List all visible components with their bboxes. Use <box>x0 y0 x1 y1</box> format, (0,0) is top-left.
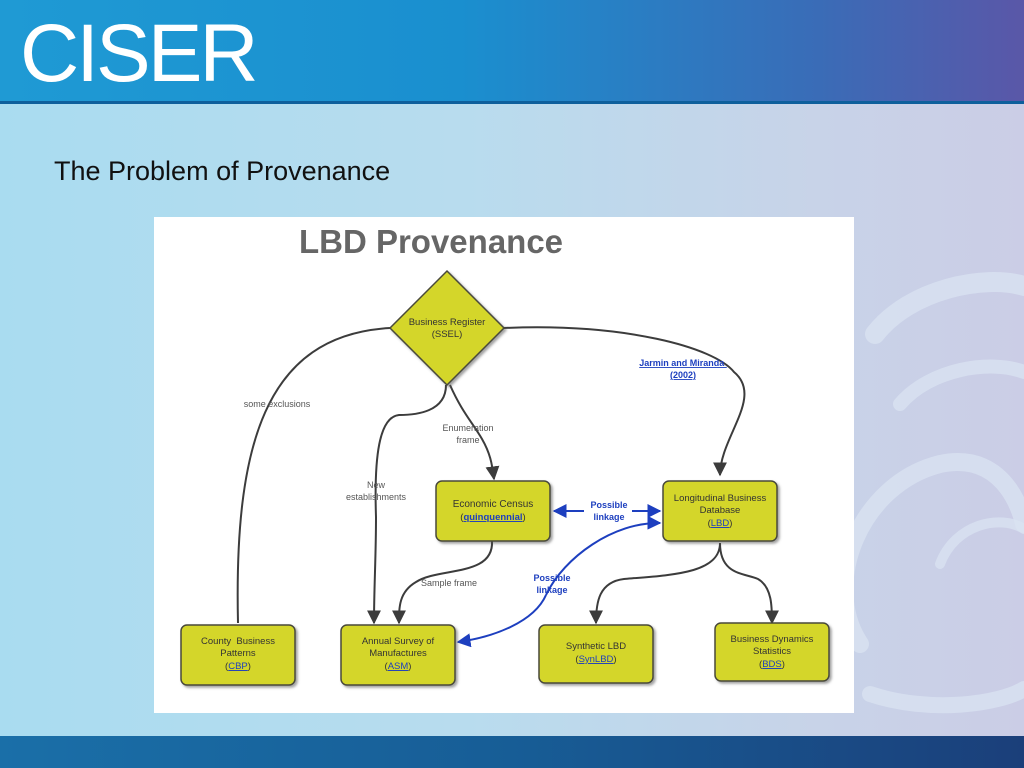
footer-bar <box>0 736 1024 768</box>
lbd-link[interactable]: LBD <box>711 518 730 529</box>
bds-label-line2: Statistics <box>753 646 791 657</box>
svg-text:(BDS): (BDS) <box>759 659 785 670</box>
edge-label-establishments: establishments <box>346 492 407 502</box>
edge-label-sample-frame: Sample frame <box>421 578 477 588</box>
edge-label-some-exclusions: some exclusions <box>244 399 311 409</box>
diagram-canvas: LBD Provenance Business Register (SSEL) <box>180 223 830 686</box>
edge-lbd-to-bds <box>719 542 779 625</box>
asm-paren-close: ) <box>408 661 411 672</box>
edge-register-to-cbp <box>236 327 391 624</box>
svg-text:(LBD): (LBD) <box>708 518 733 529</box>
svg-text:(CBP): (CBP) <box>225 661 251 672</box>
edge-label-new: New <box>367 480 386 490</box>
slide-title: The Problem of Provenance <box>54 156 391 186</box>
synlbd-node: Synthetic LBD (SynLBD) <box>538 624 654 684</box>
bds-label: Business Dynamics <box>731 634 814 645</box>
edge-label-possible-linkage-1: Possible <box>590 500 627 510</box>
cbp-label: County Business <box>201 636 275 647</box>
economic-census-node: Economic Census (quinquennial) <box>435 480 551 542</box>
citation-jarmin-miranda-link[interactable]: Jarmin and Miranda <box>639 358 727 368</box>
edge-label-possible-linkage-1b: linkage <box>593 512 624 522</box>
edge-register-to-asm <box>367 384 447 625</box>
cbp-paren-close: ) <box>248 661 251 672</box>
lbd-label: Longitudinal Business <box>674 493 767 504</box>
header-bar: CISER <box>0 0 1024 101</box>
cbp-node: County Business Patterns (CBP) <box>180 624 296 686</box>
lbd-paren-open: ( <box>708 518 712 529</box>
cbp-link[interactable]: CBP <box>228 661 248 672</box>
asm-link[interactable]: ASM <box>388 661 409 672</box>
business-register-sublabel: (SSEL) <box>432 329 463 340</box>
synlbd-paren-open: ( <box>575 654 579 665</box>
edge-label-enumeration: Enumeration <box>442 423 493 433</box>
edge-census-to-asm <box>392 540 494 625</box>
ciser-logo: CISER <box>20 8 259 99</box>
business-register-node: Business Register (SSEL) <box>388 269 506 387</box>
svg-text:(quinquennial): (quinquennial) <box>460 512 525 523</box>
asm-label-line2: Manufactures <box>369 648 427 659</box>
svg-text:(SynLBD): (SynLBD) <box>575 654 616 665</box>
bds-link[interactable]: BDS <box>762 659 782 670</box>
asm-paren-open: ( <box>385 661 389 672</box>
economic-census-paren-close: ) <box>523 512 526 523</box>
cbp-paren-open: ( <box>225 661 229 672</box>
header-divider <box>0 101 1024 104</box>
lbd-node: Longitudinal Business Database (LBD) <box>662 480 778 542</box>
edge-label-possible-linkage-2b: linkage <box>536 585 567 595</box>
bds-paren-close: ) <box>782 659 785 670</box>
synlbd-label: Synthetic LBD <box>566 641 626 652</box>
diagram-title: LBD Provenance <box>299 223 563 260</box>
edge-label-possible-linkage-2: Possible <box>533 573 570 583</box>
lbd-provenance-diagram: LBD Provenance Business Register (SSEL) <box>154 217 854 713</box>
cbp-label-line2: Patterns <box>220 648 256 659</box>
lbd-label-line2: Database <box>700 505 741 516</box>
synlbd-link[interactable]: SynLBD <box>579 654 614 665</box>
asm-node: Annual Survey of Manufactures (ASM) <box>340 624 456 686</box>
citation-year-link[interactable]: (2002) <box>670 370 696 380</box>
edge-label-enumeration-frame: frame <box>456 435 479 445</box>
economic-census-paren-open: ( <box>460 512 464 523</box>
edge-register-to-lbd <box>503 326 746 477</box>
edge-lbd-to-synlbd <box>589 542 721 625</box>
lbd-paren-close: ) <box>729 518 732 529</box>
bds-paren-open: ( <box>759 659 763 670</box>
svg-text:(ASM): (ASM) <box>385 661 412 672</box>
edge-possible-linkage-asm-lbd <box>545 515 662 596</box>
edge-register-to-census <box>449 384 500 481</box>
bds-node: Business Dynamics Statistics (BDS) <box>714 622 830 682</box>
business-register-label: Business Register <box>409 317 486 328</box>
edge-possible-linkage-lbd-asm <box>456 594 547 648</box>
quinquennial-link[interactable]: quinquennial <box>463 512 522 523</box>
synlbd-paren-close: ) <box>613 654 616 665</box>
asm-label: Annual Survey of <box>362 636 435 647</box>
economic-census-label: Economic Census <box>453 499 534 510</box>
